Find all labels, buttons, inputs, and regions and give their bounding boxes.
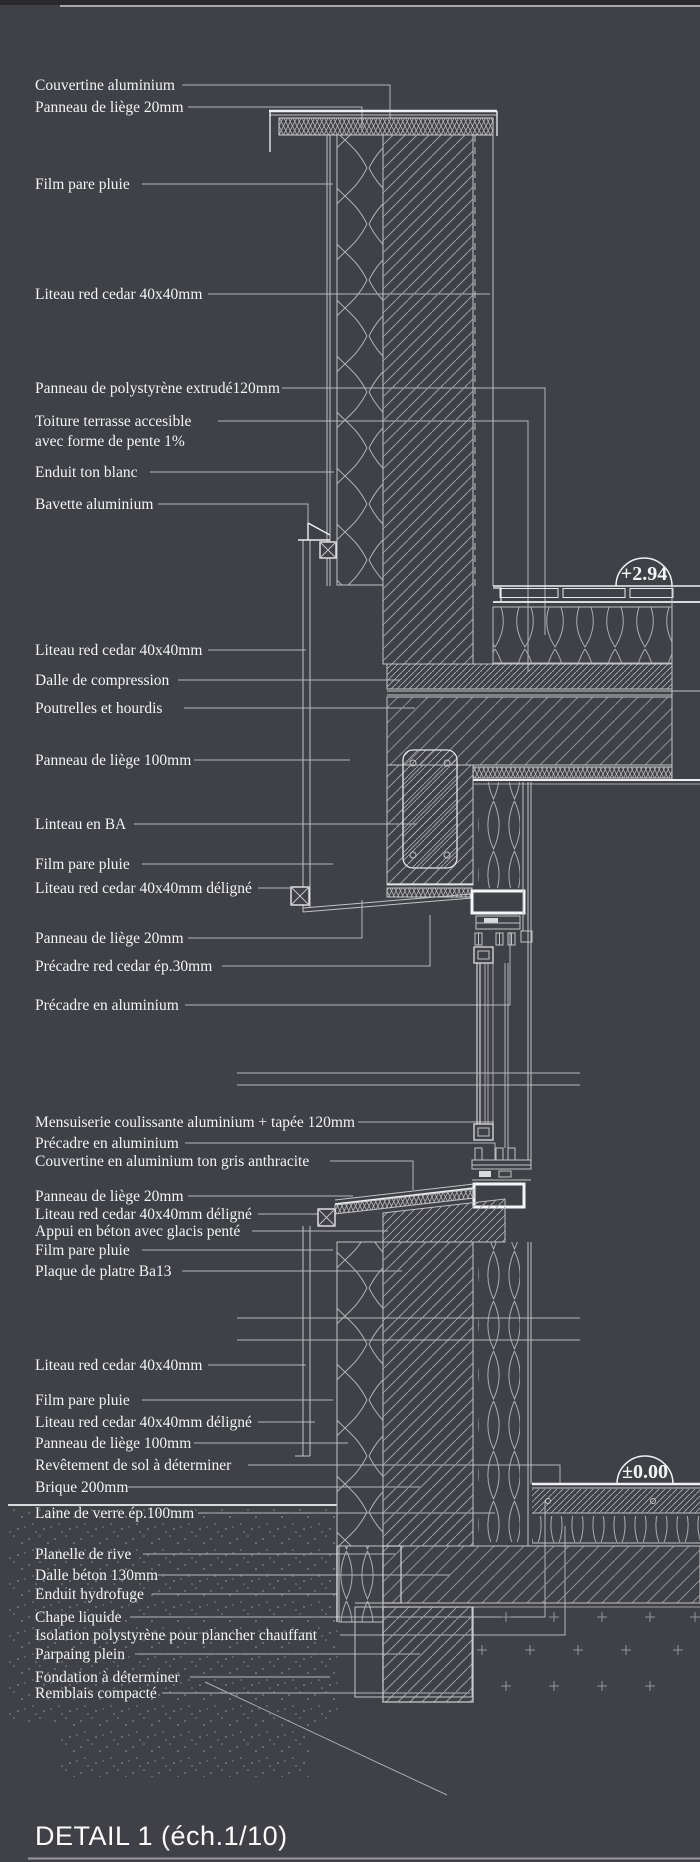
label-liteau-deligne-1: Liteau red cedar 40x40mm déligné (35, 880, 252, 897)
label-liteau-deligne-2: Liteau red cedar 40x40mm déligné (35, 1206, 252, 1223)
foundation (354, 1606, 700, 1703)
beam-and-lintel (302, 749, 520, 913)
label-liteau-red-cedar-3: Liteau red cedar 40x40mm (35, 1357, 202, 1374)
elevation-lower: ±0.00 (622, 1461, 668, 1483)
cladding-battens (290, 522, 337, 1457)
label-column: Couvertine aluminium Panneau de liège 20… (35, 77, 355, 1702)
remblais-plus-marks (477, 1612, 700, 1691)
label-precadre-aluminium-2: Précadre en aluminium (35, 1135, 179, 1152)
label-polystyrene-extrude: Panneau de polystyrène extrudé120mm (35, 380, 280, 397)
lintel-section (402, 749, 458, 869)
label-film-pare-pluie-3: Film pare pluie (35, 1242, 130, 1259)
top-bar (0, 0, 700, 7)
label-film-pare-pluie-2: Film pare pluie (35, 856, 130, 873)
label-panneau-liege-20mm-2: Panneau de liège 20mm (35, 930, 184, 947)
break-lines (237, 1072, 580, 1341)
deck-planks (499, 588, 674, 598)
label-appui-beton: Appui en béton avec glacis penté (35, 1223, 240, 1240)
label-remblais-compacte: Remblais compacté (35, 1685, 157, 1702)
label-liteau-red-cedar-2: Liteau red cedar 40x40mm (35, 642, 202, 659)
drawing-title: DETAIL 1 (éch.1/10) (35, 1821, 288, 1851)
lower-wall (336, 1241, 532, 1547)
label-poutrelles-et-hourdis: Poutrelles et hourdis (35, 700, 162, 717)
label-dalle-de-compression: Dalle de compression (35, 672, 170, 689)
label-brique-200mm: Brique 200mm (35, 1479, 128, 1496)
label-panneau-liege-100mm-2: Panneau de liège 100mm (35, 1435, 191, 1452)
parapet-wall (269, 109, 498, 665)
ground-floor: ±0.00 (336, 1455, 700, 1623)
label-chape-liquide: Chape liquide (35, 1609, 122, 1626)
label-enduit-ton-blanc: Enduit ton blanc (35, 464, 138, 481)
terrace-upper: +2.94 (386, 557, 700, 785)
label-couvertine-aluminium: Couvertine aluminium (35, 77, 175, 94)
door-head (470, 782, 533, 1160)
label-isolation-polystyrene: Isolation polystyrène pour plancher chau… (35, 1627, 318, 1644)
label-parpaing-plein: Parpaing plein (35, 1646, 125, 1663)
label-film-pare-pluie-4: Film pare pluie (35, 1392, 130, 1409)
sliding-glazing (473, 946, 509, 1148)
label-plaque-platre-ba13: Plaque de platre Ba13 (35, 1263, 172, 1280)
label-liteau-red-cedar-1: Liteau red cedar 40x40mm (35, 286, 202, 303)
label-revetement-de-sol: Revêtement de sol à déterminer (35, 1457, 232, 1474)
label-film-pare-pluie-1: Film pare pluie (35, 176, 130, 193)
label-couvertine-anthracite: Couvertine en aluminium ton gris anthrac… (35, 1153, 309, 1170)
label-liteau-deligne-3: Liteau red cedar 40x40mm déligné (35, 1414, 252, 1431)
label-dalle-beton-130mm: Dalle béton 130mm (35, 1567, 158, 1584)
label-precadre-aluminium-1: Précadre en aluminium (35, 997, 179, 1014)
door-sill (471, 1147, 532, 1209)
label-precadre-red-cedar: Précadre red cedar ép.30mm (35, 958, 212, 975)
label-linteau-en-ba: Linteau en BA (35, 816, 127, 833)
label-panneau-liege-20mm: Panneau de liège 20mm (35, 99, 184, 116)
sill-appui (317, 1183, 506, 1243)
label-fondation-a-determiner: Fondation à déterminer (35, 1669, 180, 1686)
label-mensuiserie-coulissante: Mensuiserie coulissante aluminium + tapé… (35, 1114, 355, 1131)
label-enduit-hydrofuge: Enduit hydrofuge (35, 1586, 144, 1603)
title-block: DETAIL 1 (éch.1/10) (28, 1821, 700, 1860)
label-bavette-aluminium: Bavette aluminium (35, 496, 153, 513)
label-panneau-liege-100mm-1: Panneau de liège 100mm (35, 752, 191, 769)
label-toiture-terrasse-l2: avec forme de pente 1% (35, 433, 185, 450)
label-planelle-de-rive: Planelle de rive (35, 1546, 132, 1563)
ground-and-excavation (8, 1504, 448, 1796)
label-toiture-terrasse-l1: Toiture terrasse accesible (35, 413, 192, 430)
label-laine-de-verre: Laine de verre ép.100mm (35, 1505, 194, 1522)
label-panneau-liege-20mm-3: Panneau de liège 20mm (35, 1188, 184, 1205)
elevation-upper: +2.94 (621, 563, 667, 585)
